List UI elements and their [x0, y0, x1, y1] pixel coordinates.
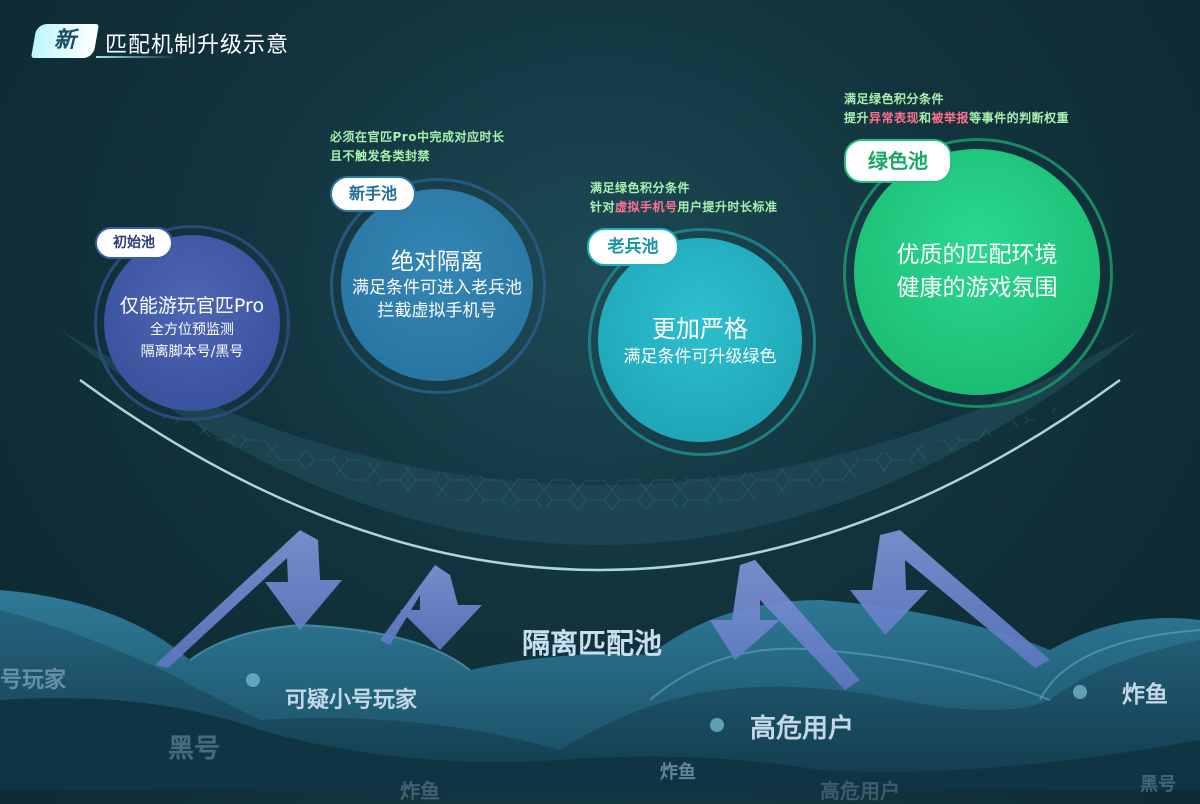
bowl-rim	[79, 378, 1121, 572]
bottom-label-1: 号玩家	[0, 668, 67, 693]
pool4-ring	[843, 138, 1113, 408]
pool2-tag: 新手池	[330, 176, 416, 212]
bowl-shape	[60, 330, 1140, 545]
pool2-circle: 绝对隔离 满足条件可进入老兵池 拦截虚拟手机号	[341, 189, 533, 381]
pool2-line3: 拦截虚拟手机号	[377, 301, 497, 321]
pool3-note-line2: 针对虚拟手机号用户提升时长标准	[590, 200, 778, 214]
pool2-note-line1: 必须在官匹Pro中完成对应时长	[330, 130, 505, 144]
pool1-line2: 全方位预监测	[150, 322, 234, 338]
pool2-ring	[330, 178, 546, 394]
wave-front	[0, 698, 1200, 790]
bottom-label-8: 炸鱼	[1122, 682, 1168, 708]
new-badge-label: 新	[53, 28, 76, 53]
bottom-label-5: 高危用户	[750, 714, 855, 744]
isolation-pool-label: 隔离匹配池	[522, 627, 663, 660]
down-arrows	[155, 530, 1050, 690]
pool3-line1: 更加严格	[652, 314, 748, 343]
hex-grid	[120, 400, 1080, 510]
pool3-line2: 满足条件可升级绿色	[623, 346, 777, 367]
bottom-label-2: 可疑小号玩家	[285, 688, 418, 713]
pool4-line1: 优质的匹配环境	[896, 242, 1058, 268]
pool4-note: 满足绿色积分条件 提升异常表现和被举报等事件的判断权重	[844, 90, 1069, 128]
bottom-label-6: 炸鱼	[660, 762, 696, 783]
pool1-line1: 仅能游玩官匹Pro	[119, 295, 265, 317]
pool3-circle: 更加严格 满足条件可升级绿色	[598, 238, 802, 442]
pool1-tag: 初始池	[95, 227, 173, 259]
pool2-note: 必须在官匹Pro中完成对应时长 且不触发各类封禁	[330, 128, 504, 166]
pool3-tag: 老兵池	[587, 228, 679, 266]
new-badge: 新	[31, 24, 99, 58]
bottom-label-9: 黑号	[1140, 774, 1176, 795]
pool1-line3: 隔离脚本号/黑号	[140, 344, 244, 360]
pool1-ring	[94, 225, 290, 421]
pool2-line2: 满足条件可进入老兵池	[352, 278, 522, 298]
pool4-note-line2: 提升异常表现和被举报等事件的判断权重	[844, 111, 1070, 125]
pool4-tag: 绿色池	[844, 139, 952, 183]
page-title: 匹配机制升级示意	[105, 33, 290, 58]
pool1-circle: 仅能游玩官匹Pro 全方位预监测 隔离脚本号/黑号	[104, 235, 280, 411]
pool3-ring	[588, 228, 816, 456]
pool3-note-line1: 满足绿色积分条件	[590, 181, 691, 195]
pool3-note: 满足绿色积分条件 针对虚拟手机号用户提升时长标准	[590, 179, 778, 217]
pool4-circle: 优质的匹配环境 健康的游戏氛围	[854, 149, 1100, 395]
pool4-line2: 健康的游戏氛围	[896, 275, 1058, 301]
pool4-note-line1: 满足绿色积分条件	[844, 92, 945, 106]
pool2-line1: 绝对隔离	[391, 249, 483, 275]
pool2-note-line2: 且不触发各类封禁	[330, 149, 431, 163]
bottom-label-3: 黑号	[168, 734, 221, 764]
title-underline	[96, 56, 176, 58]
